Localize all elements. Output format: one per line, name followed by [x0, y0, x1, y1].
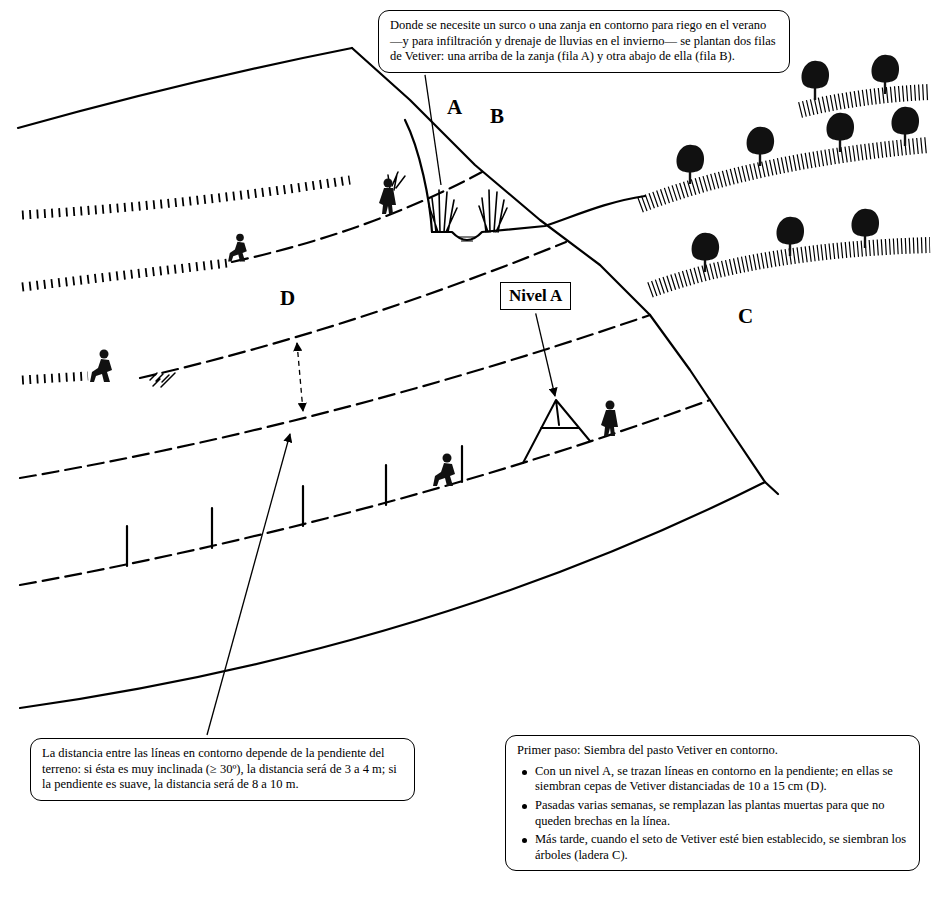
leader-lines	[297, 343, 303, 411]
callout-box: Donde se necesite un surco o una zanja e…	[378, 10, 790, 73]
trees	[692, 233, 720, 272]
trees	[747, 127, 775, 166]
vetiver-hedge-rows	[22, 180, 350, 215]
note-text: Donde se necesite un surco o una zanja e…	[390, 18, 778, 65]
leader-lines	[207, 75, 555, 735]
marker-stakes	[127, 446, 462, 566]
trees	[777, 217, 805, 256]
trench-water	[458, 237, 476, 241]
terrain-outline	[352, 48, 778, 494]
a-frame-level	[523, 400, 590, 463]
vetiver-hedge-rows	[22, 263, 228, 287]
part-letter: C	[738, 306, 753, 327]
tree-slope-grass	[640, 92, 930, 290]
contour-lines	[232, 172, 482, 262]
terrain-outline	[432, 196, 645, 240]
trench-water	[458, 237, 476, 241]
step-bullet: Pasadas varias semanas, se remplazan las…	[517, 798, 908, 829]
vetiver-hedge-rows	[22, 180, 350, 380]
workers	[90, 350, 112, 383]
tree-slope-grass	[800, 92, 930, 110]
level-tag: Nivel A	[500, 282, 571, 310]
vetiver-rows-ab	[479, 190, 507, 232]
contour-lines	[20, 400, 710, 585]
callout-box: La distancia entre las líneas en contorn…	[30, 738, 415, 801]
step-heading: Primer paso: Siembra del pasto Vetiver e…	[517, 743, 908, 759]
trees	[677, 55, 920, 272]
trees	[677, 145, 705, 184]
workers	[601, 401, 618, 437]
trees	[852, 209, 880, 248]
vetiver-hedge-rows	[22, 376, 88, 380]
steps-box: Primer paso: Siembra del pasto Vetiver e…	[505, 735, 920, 871]
vetiver-rows-ab	[429, 190, 507, 232]
terrain-outline	[18, 48, 778, 708]
seedlings	[150, 373, 175, 387]
step-bullet: Con un nivel A, se trazan líneas en cont…	[517, 764, 908, 795]
leader-lines	[536, 313, 555, 396]
contour-lines	[20, 172, 710, 585]
terrain-outline	[405, 120, 432, 232]
tree-slope-grass	[640, 145, 928, 205]
workers	[90, 179, 618, 487]
leader-lines	[207, 434, 290, 735]
workers	[433, 454, 455, 487]
note-text: Nivel A	[509, 286, 562, 306]
trees	[827, 113, 855, 152]
terrain-outline	[18, 48, 352, 128]
workers	[379, 179, 396, 215]
a-frame-level	[523, 400, 590, 463]
part-letter: B	[490, 106, 504, 127]
terrain-outline	[20, 482, 765, 708]
step-bullet: Más tarde, cuando el seto de Vetiver est…	[517, 832, 908, 863]
note-text: La distancia entre las líneas en contorn…	[42, 746, 403, 793]
leader-lines	[425, 75, 441, 185]
marker-stakes	[127, 446, 462, 566]
trees	[872, 55, 900, 94]
seedlings	[150, 172, 405, 387]
part-letter: A	[447, 97, 462, 118]
trees	[892, 107, 920, 146]
trees	[802, 61, 830, 100]
workers	[228, 234, 247, 262]
part-letter: D	[280, 288, 295, 309]
